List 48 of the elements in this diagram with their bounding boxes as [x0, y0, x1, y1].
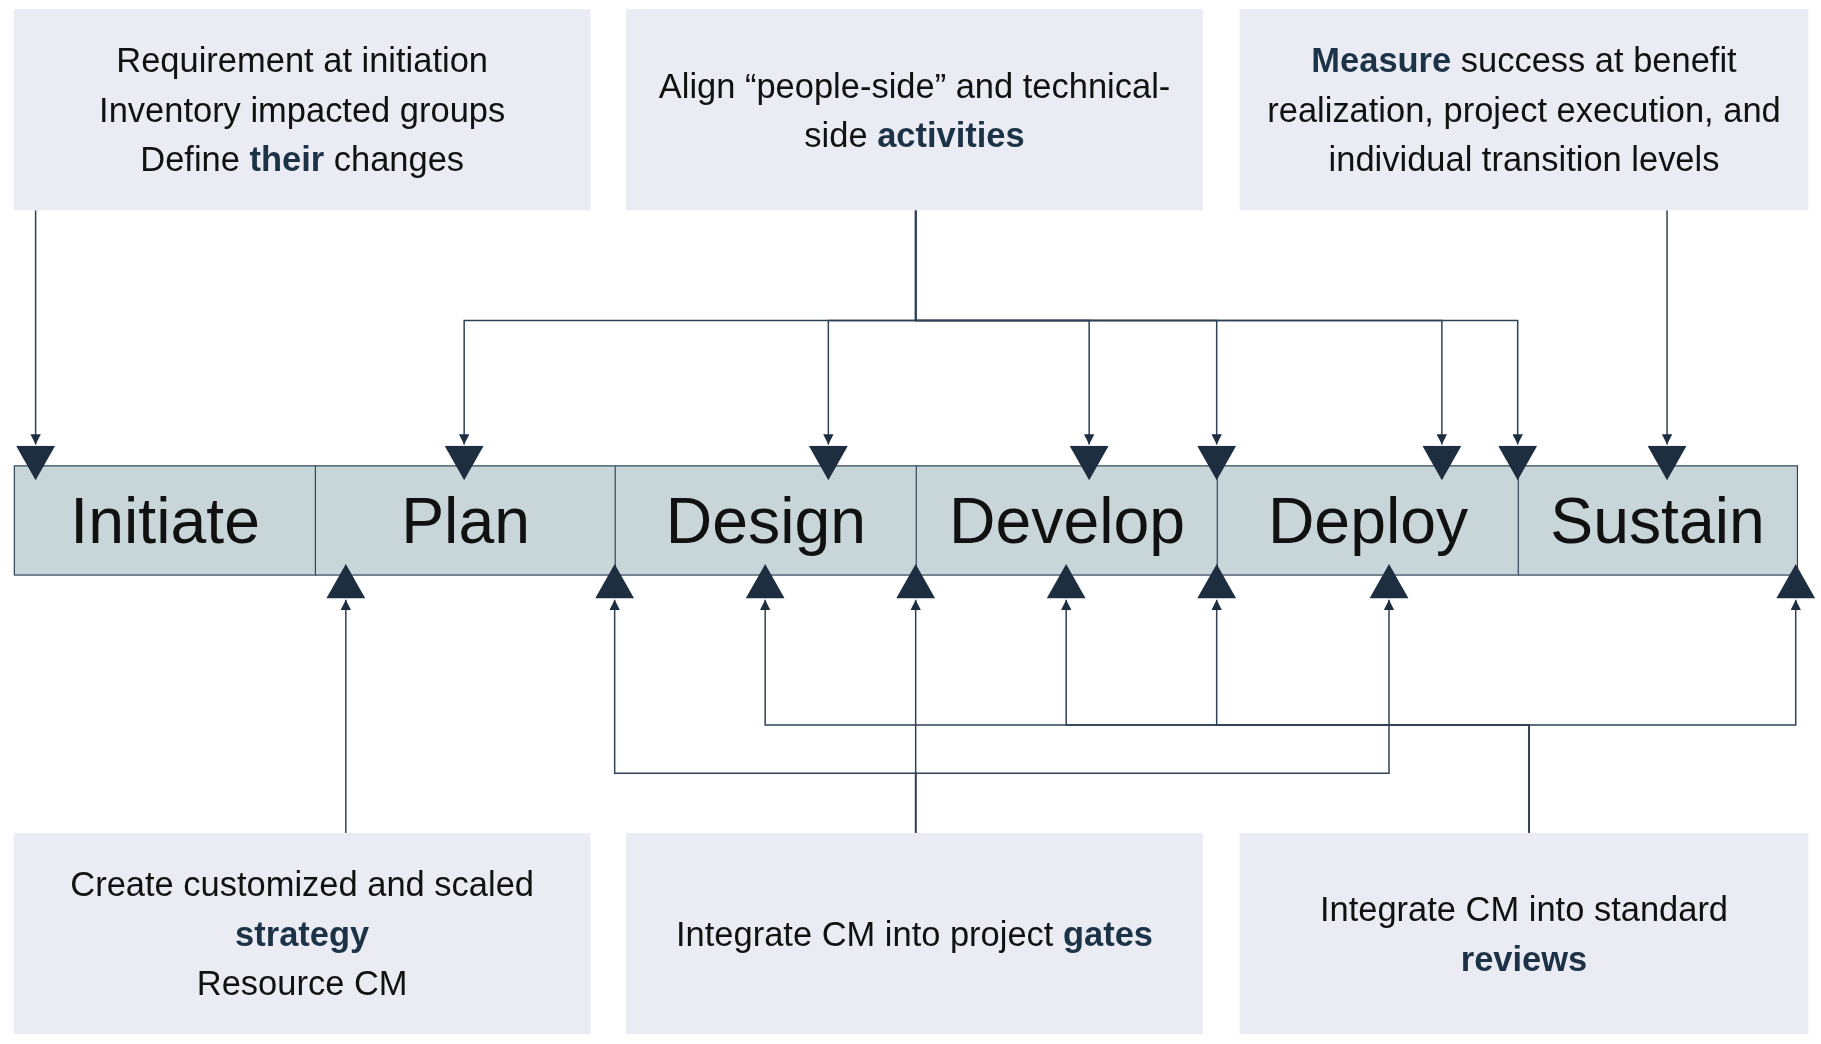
note-box	[1239, 9, 1809, 211]
triangle-marker	[1647, 445, 1687, 481]
phase-label: Initiate	[70, 483, 260, 558]
note-text: Create customized and scaled strategy	[69, 864, 535, 955]
note-box	[626, 9, 1203, 211]
phase-box	[915, 465, 1219, 576]
note-text: Resource CM	[196, 962, 408, 1004]
note-text: Measure success at benefit realization, project execution, and individual transition levels	[1266, 40, 1782, 181]
arrow	[340, 598, 351, 834]
note-text: Inventory impacted groups	[99, 89, 506, 131]
phase-label: Deploy	[1267, 483, 1469, 558]
triangle-marker	[745, 564, 785, 599]
arrow	[1661, 209, 1673, 446]
note-box	[626, 832, 1203, 1034]
phase-box	[1216, 465, 1520, 576]
phase-label: Develop	[949, 483, 1186, 558]
phase-label: Plan	[401, 483, 530, 558]
triangle-marker	[808, 445, 848, 481]
triangle-marker	[1422, 445, 1462, 481]
note-box	[13, 9, 591, 211]
note-text: Requirement at initiation	[116, 40, 488, 82]
note-text: Integrate CM into standard reviews	[1318, 888, 1730, 980]
note-text: Define their changes	[140, 139, 465, 181]
triangle-marker	[1197, 564, 1237, 599]
triangle-marker	[1069, 445, 1109, 481]
triangle-marker	[595, 564, 635, 599]
phase-box	[314, 465, 617, 576]
note-text: Align “people-side” and technical-side activities	[657, 65, 1172, 156]
triangle-marker	[16, 445, 56, 481]
triangle-marker	[896, 564, 936, 599]
note-box	[1239, 832, 1809, 1034]
triangle-marker	[1197, 445, 1237, 481]
note-box	[13, 832, 591, 1034]
triangle-marker	[1046, 564, 1086, 599]
triangle-marker	[1776, 564, 1816, 599]
phase-box	[13, 465, 317, 576]
note-text: Integrate CM into project gates	[676, 913, 1153, 955]
phase-box	[1517, 465, 1798, 576]
arrow	[30, 209, 41, 446]
triangle-marker	[1498, 445, 1538, 481]
triangle-marker	[326, 564, 366, 599]
phase-box	[614, 465, 918, 576]
arrow	[914, 598, 1395, 834]
arrow	[1528, 598, 1801, 834]
triangle-marker	[444, 445, 484, 481]
phase-label: Design	[665, 483, 867, 558]
phase-label: Sustain	[1550, 483, 1765, 558]
triangle-marker	[1369, 564, 1409, 599]
